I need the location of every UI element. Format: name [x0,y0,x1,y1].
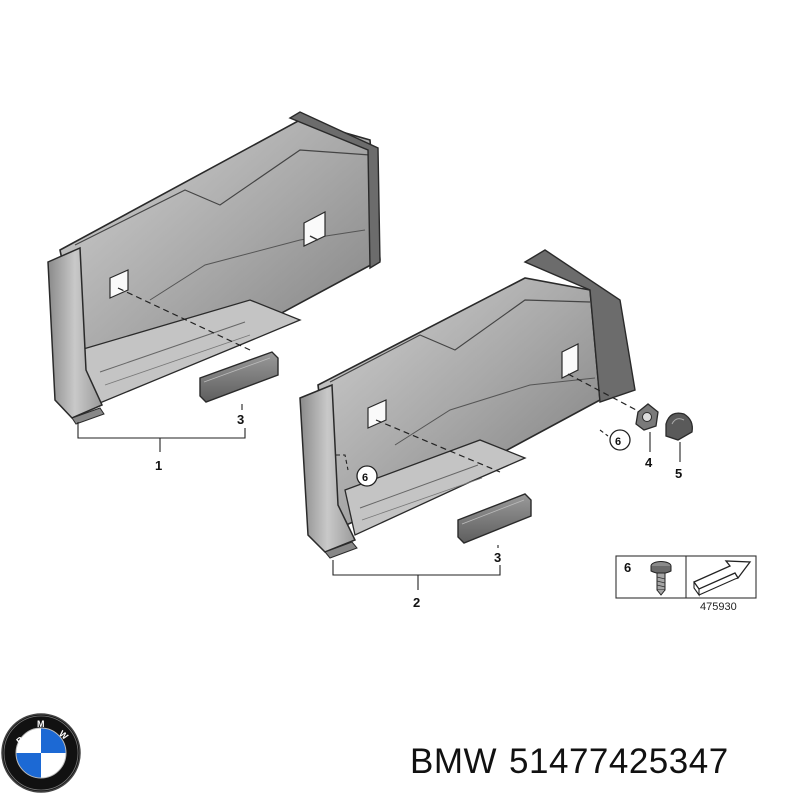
callout-4: 4 [645,455,653,470]
svg-text:6: 6 [362,472,368,484]
part-caption: BMW 51477425347 [410,742,741,782]
part-number: 51477425347 [509,742,729,781]
callout-5: 5 [675,466,682,481]
callout-6-b: 6 [609,429,631,451]
callout-3-right: 3 [494,550,501,565]
trim-panel-right [299,249,641,559]
cap-part [665,412,693,441]
svg-text:M: M [37,719,45,729]
screw-icon [650,561,672,596]
diagram-id: 475930 [700,601,737,613]
direction-arrow-icon [693,560,752,597]
cover-right [457,493,532,544]
callout-6-a: 6 [356,465,378,487]
brand-name: BMW [410,742,498,781]
svg-text:6: 6 [615,436,621,448]
leader-lines [77,404,681,590]
clip-part [635,403,659,431]
cover-left [199,351,279,403]
legend-item-number: 6 [624,560,631,575]
bmw-logo: B M W [1,713,81,793]
svg-text:B: B [14,734,26,746]
parts-legend-box: 6 [615,555,757,599]
callout-3-left: 3 [237,412,244,427]
trim-panel-left [47,111,381,425]
callout-2: 2 [413,595,420,610]
callout-1: 1 [155,458,162,473]
